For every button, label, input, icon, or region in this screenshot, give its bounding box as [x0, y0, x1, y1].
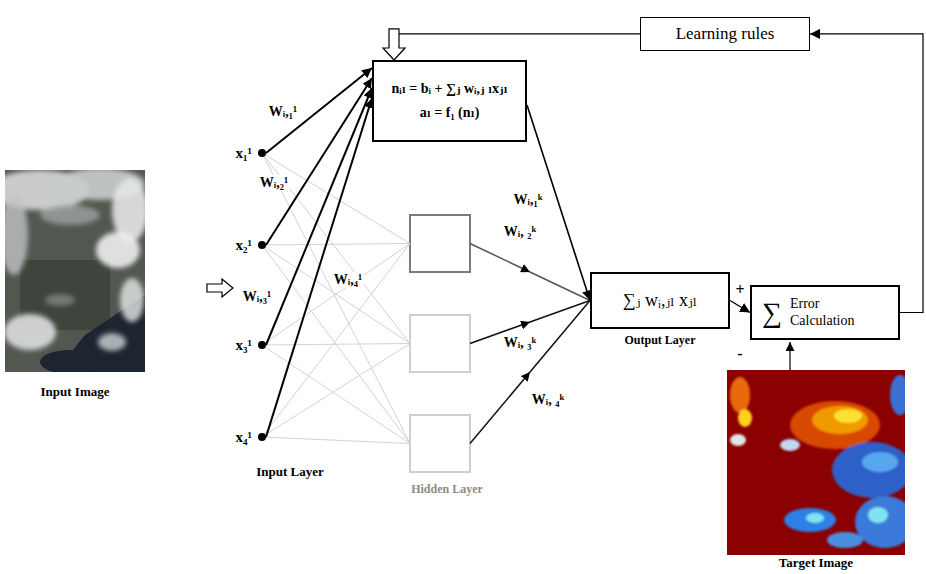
input-neuron: x₂¹	[236, 235, 267, 256]
connector-line	[810, 34, 923, 313]
connector	[266, 98, 372, 437]
image-caption: Input Image	[39, 385, 112, 400]
satellite-image	[5, 170, 145, 372]
node-text: ∑	[762, 299, 782, 327]
connector	[730, 301, 750, 313]
input-neuron: x₃¹	[236, 335, 267, 356]
weight-label: Wᵢ, ₂ᵏ	[502, 224, 538, 240]
hidden-neuron	[410, 215, 470, 272]
node-text: Learning rules	[676, 22, 775, 46]
feedback-line	[399, 33, 640, 34]
output-layer-box: ∑ⱼ wᵢ,ⱼₗ xⱼₗOutput Layer	[590, 272, 730, 329]
sign-label: +	[733, 281, 746, 299]
target-arrow	[789, 342, 790, 370]
layer-label: Hidden Layer	[409, 483, 485, 497]
connector	[383, 29, 640, 60]
connector	[266, 68, 372, 153]
hidden-neuron	[410, 415, 470, 472]
output-connections	[470, 244, 590, 444]
node-text: aₗ = f₁ (nₗ)	[420, 101, 480, 125]
weight-label: Wᵢ,₄¹	[332, 272, 364, 288]
input-dot	[258, 341, 266, 349]
connector	[266, 88, 372, 345]
input-arrow	[207, 279, 233, 297]
weight-label: Wᵢ,₁¹	[267, 104, 299, 120]
connector-line	[730, 301, 750, 313]
connector-line	[266, 78, 372, 245]
learning-rules-box: Learning rules	[640, 17, 810, 51]
node-text: nᵢₗ = bᵢ + ∑ⱼ wᵢ,ⱼ ₗxⱼₗ	[392, 77, 508, 101]
connector-line	[266, 98, 372, 437]
node-text: ∑ⱼ wᵢ,ⱼₗ xⱼₗ	[623, 288, 697, 313]
connector	[266, 78, 372, 245]
neuron-box: nᵢₗ = bᵢ + ∑ⱼ wᵢ,ⱼ ₗxⱼₗaₗ = f₁ (nₗ)	[372, 60, 527, 142]
image-caption: Target Image	[777, 556, 855, 571]
hidden-connections	[262, 153, 410, 444]
input-dot	[258, 433, 266, 441]
input-neuron: x₁¹	[236, 143, 267, 164]
weight-label: Wᵢ,₃¹	[241, 289, 273, 305]
sign-label: -	[735, 345, 744, 363]
node-text: Error Calculation	[790, 296, 876, 330]
layer-label: Input Layer	[254, 465, 326, 480]
neuron-label: x₄¹	[236, 427, 253, 448]
input-dot	[258, 149, 266, 157]
hidden-neuron	[410, 315, 470, 372]
weight-label: Wᵢ, ₃ᵏ	[502, 335, 538, 351]
weight-label: Wᵢ,₂¹	[258, 175, 290, 191]
weight-label: Wᵢ, ₄ᵏ	[530, 392, 566, 408]
connector	[810, 34, 923, 313]
connector-line	[266, 68, 372, 153]
connector-line	[266, 88, 372, 345]
input-neuron: x₄¹	[236, 427, 267, 448]
hollow-arrowhead	[383, 29, 405, 60]
layer-label: Output Layer	[624, 332, 695, 349]
neuron-label: x₂¹	[236, 235, 253, 256]
neuron-label: x₁¹	[236, 143, 253, 164]
target-image	[727, 370, 905, 555]
weight-label: Wᵢ,₁ᵏ	[512, 192, 545, 208]
error-calculation-box: ∑ Error Calculation	[750, 285, 900, 340]
input-dot	[258, 241, 266, 249]
neuron-label: x₃¹	[236, 335, 253, 356]
